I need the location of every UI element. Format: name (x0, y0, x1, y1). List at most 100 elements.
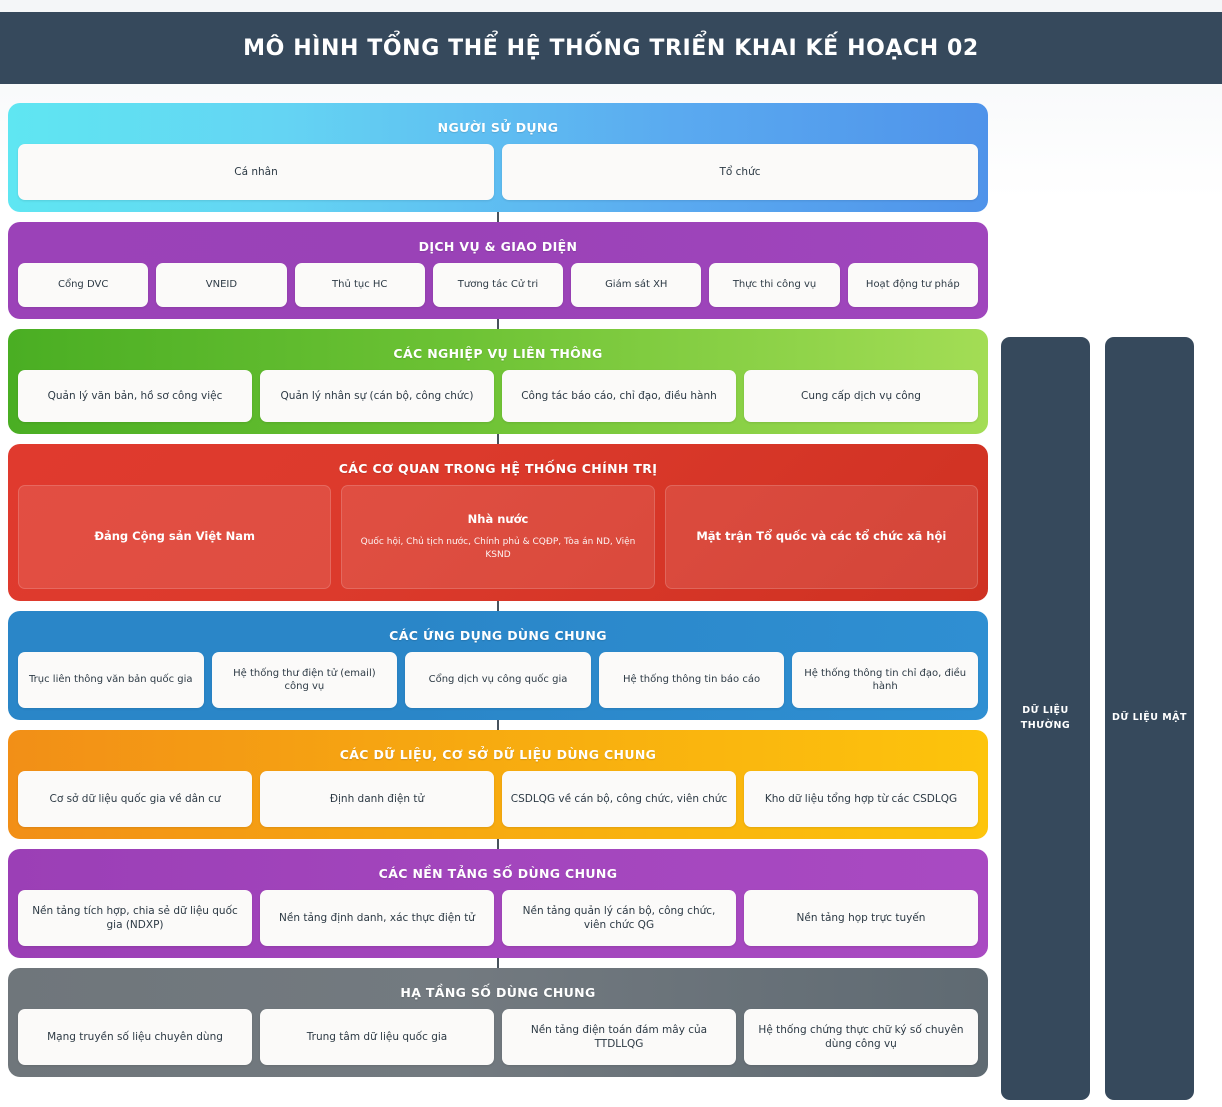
band-item[interactable]: Hệ thống thư điện tử (email) công vụ (211, 652, 398, 708)
side-panel-du-lieu-mat[interactable]: DỮ LIỆU MẬT (1105, 337, 1194, 1100)
layer-band-orgs: CÁC CƠ QUAN TRONG HỆ THỐNG CHÍNH TRỊ Đảng… (8, 444, 988, 601)
band-item[interactable]: CSDLQG về cán bộ, công chức, viên chức (502, 771, 736, 827)
band-items-infra: Mạng truyền số liệu chuyên dùng Trung tâm… (18, 1009, 978, 1065)
band-item[interactable]: Cổng dịch vụ công quốc gia (405, 652, 591, 708)
band-item[interactable]: VNEID (156, 263, 287, 307)
band-connector-line (497, 601, 499, 611)
band-item-label: Hệ thống thông tin chỉ đạo, điều hành (804, 667, 967, 693)
side-panel-du-lieu-thuong[interactable]: DỮ LIỆU THƯỜNG (1001, 337, 1090, 1100)
band-item-label: Định danh điện tử (329, 792, 425, 805)
band-item-label: Tổ chức (719, 165, 761, 178)
band-item[interactable]: Thực thi công vụ (709, 263, 840, 307)
band-item-label: Hệ thống thông tin báo cáo (623, 674, 761, 686)
band-items-apps: Trục liên thông văn bản quốc gia Hệ thống… (18, 652, 978, 708)
band-item-label: Trục liên thông văn bản quốc gia (29, 674, 193, 686)
side-panel-secret-label: DỮ LIỆU MẬT (1111, 712, 1187, 724)
band-item-label: Trung tâm dữ liệu quốc gia (306, 1030, 448, 1043)
side-panel-normal-label: DỮ LIỆU THƯỜNG (1015, 704, 1076, 733)
band-item-label: Nền tảng định danh, xác thực điện tử (279, 911, 475, 924)
side-panel-normal-line2: THƯỜNG (1020, 719, 1071, 731)
band-item-label: Quản lý nhân sự (cán bộ, công chức) (280, 389, 474, 402)
band-item[interactable]: Nền tảng họp trực tuyến (744, 890, 978, 946)
band-items-data: Cơ sở dữ liệu quốc gia về dân cư Định dan… (18, 771, 978, 827)
band-item-label: Hoạt động tư pháp (865, 279, 960, 291)
page-title: MÔ HÌNH TỔNG THỂ HỆ THỐNG TRIỂN KHAI KẾ … (243, 35, 979, 61)
band-item-label: Nền tảng quản lý cán bộ, công chức, viên… (522, 904, 716, 931)
band-item-label: Cá nhân (234, 165, 278, 178)
header-banner: MÔ HÌNH TỔNG THỂ HỆ THỐNG TRIỂN KHAI KẾ … (0, 12, 1222, 84)
band-item-label: Cung cấp dịch vụ công (801, 389, 921, 402)
layer-band-platform: CÁC NỀN TẢNG SỐ DÙNG CHUNG Nền tảng tích … (8, 849, 988, 958)
band-connector-line (497, 839, 499, 849)
band-item-label: Cơ sở dữ liệu quốc gia về dân cư (49, 792, 221, 805)
band-item[interactable]: Mặt trận Tổ quốc và các tổ chức xã hội (664, 485, 978, 589)
band-item[interactable]: Tương tác Cử tri (432, 263, 564, 307)
band-item-label: Quản lý văn bản, hồ sơ công việc (47, 389, 223, 402)
band-items-platform: Nền tảng tích hợp, chia sẻ dữ liệu quốc … (18, 890, 978, 946)
layer-band-data: CÁC DỮ LIỆU, CƠ SỞ DỮ LIỆU DÙNG CHUNG Cơ … (8, 730, 988, 839)
band-title-process: CÁC NGHIỆP VỤ LIÊN THÔNG (393, 346, 603, 361)
band-item-label: Tương tác Cử tri (457, 279, 539, 291)
band-item[interactable]: Tổ chức (502, 144, 978, 200)
band-item-sublabel: Quốc hội, Chủ tịch nước, Chính phủ & CQĐ… (360, 536, 636, 560)
band-item[interactable]: Nền tảng điện toán đám mây của TTDLLQG (502, 1009, 736, 1065)
band-items-users: Cá nhân Tổ chức (18, 144, 978, 200)
band-item-label: VNEID (205, 279, 238, 291)
band-item-label: CSDLQG về cán bộ, công chức, viên chức (510, 792, 728, 805)
band-item[interactable]: Đảng Cộng sản Việt Nam (18, 485, 332, 589)
band-title-platform: CÁC NỀN TẢNG SỐ DÙNG CHUNG (378, 866, 618, 881)
band-item[interactable]: Mạng truyền số liệu chuyên dùng (18, 1009, 252, 1065)
band-item[interactable]: Hệ thống chứng thực chữ ký số chuyên dùn… (744, 1009, 978, 1065)
band-item[interactable]: Quản lý văn bản, hồ sơ công việc (18, 370, 252, 422)
band-item[interactable]: Giám sát XH (571, 263, 702, 307)
band-item-label: Thủ tục HC (332, 279, 388, 291)
band-item[interactable]: Kho dữ liệu tổng hợp từ các CSDLQG (744, 771, 978, 827)
band-item-label: Nền tảng điện toán đám mây của TTDLLQG (530, 1023, 708, 1050)
band-item[interactable]: Cổng DVC (18, 263, 149, 307)
band-item-label: Kho dữ liệu tổng hợp từ các CSDLQG (764, 792, 958, 805)
band-item-label: Nền tảng họp trực tuyến (796, 911, 926, 924)
band-item[interactable]: Trục liên thông văn bản quốc gia (18, 652, 204, 708)
band-item-label: Nhà nước (467, 512, 529, 527)
band-item-label: Hệ thống chứng thực chữ ký số chuyên dùn… (758, 1023, 964, 1050)
band-item-label: Cổng DVC (57, 279, 109, 291)
side-panel-normal-line1: DỮ LIỆU (1022, 704, 1069, 716)
band-title-apps: CÁC ỨNG DỤNG DÙNG CHUNG (389, 628, 607, 643)
band-item[interactable]: Định danh điện tử (260, 771, 494, 827)
band-item-label: Đảng Cộng sản Việt Nam (94, 529, 255, 544)
band-item[interactable]: Cung cấp dịch vụ công (744, 370, 978, 422)
layer-band-process: CÁC NGHIỆP VỤ LIÊN THÔNG Quản lý văn bản,… (8, 329, 988, 434)
band-item-label: Mặt trận Tổ quốc và các tổ chức xã hội (696, 529, 947, 544)
band-item-label: Thực thi công vụ (732, 279, 817, 291)
band-item[interactable]: Công tác báo cáo, chỉ đạo, điều hành (502, 370, 736, 422)
band-title-orgs: CÁC CƠ QUAN TRONG HỆ THỐNG CHÍNH TRỊ (338, 461, 658, 476)
layer-band-infra: HẠ TẦNG SỐ DÙNG CHUNG Mạng truyền số liệu… (8, 968, 988, 1077)
band-item[interactable]: Hoạt động tư pháp (847, 263, 978, 307)
band-item[interactable]: Nền tảng định danh, xác thực điện tử (260, 890, 494, 946)
band-item[interactable]: Cá nhân (18, 144, 494, 200)
band-item[interactable]: Hệ thống thông tin báo cáo (598, 652, 785, 708)
band-item-label: Nền tảng tích hợp, chia sẻ dữ liệu quốc … (32, 904, 238, 931)
band-item-label: Giám sát XH (605, 279, 668, 291)
band-connector-line (497, 434, 499, 444)
band-title-data: CÁC DỮ LIỆU, CƠ SỞ DỮ LIỆU DÙNG CHUNG (339, 747, 657, 762)
band-item[interactable]: Trung tâm dữ liệu quốc gia (260, 1009, 494, 1065)
band-item-label: Mạng truyền số liệu chuyên dùng (47, 1030, 223, 1043)
band-items-services: Cổng DVC VNEID Thủ tục HC Tương tác Cử tri G… (18, 263, 978, 307)
band-item[interactable]: Hệ thống thông tin chỉ đạo, điều hành (792, 652, 978, 708)
band-item[interactable]: Quản lý nhân sự (cán bộ, công chức) (260, 370, 494, 422)
band-title-infra: HẠ TẦNG SỐ DÙNG CHUNG (400, 985, 596, 1000)
band-item[interactable]: Thủ tục HC (294, 263, 425, 307)
band-connector-line (497, 720, 499, 730)
band-item[interactable]: Nền tảng quản lý cán bộ, công chức, viên… (502, 890, 736, 946)
band-item[interactable]: Cơ sở dữ liệu quốc gia về dân cư (18, 771, 252, 827)
band-item[interactable]: Nền tảng tích hợp, chia sẻ dữ liệu quốc … (18, 890, 252, 946)
band-item-label: Công tác báo cáo, chỉ đạo, điều hành (521, 389, 717, 402)
band-connector-line (497, 958, 499, 968)
band-item-label: Cổng dịch vụ công quốc gia (428, 674, 568, 686)
